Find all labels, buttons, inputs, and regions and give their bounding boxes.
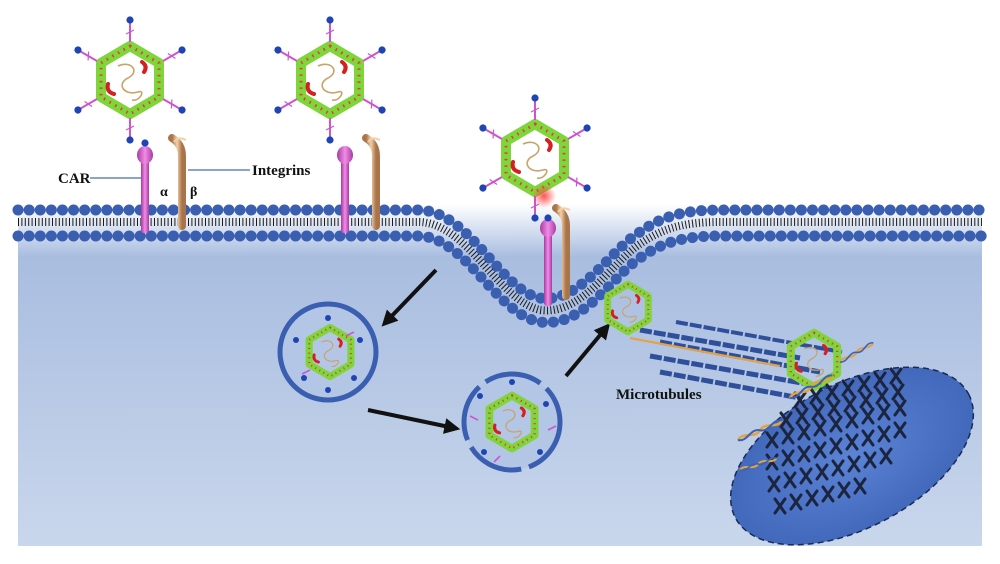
car-label: CAR — [58, 171, 91, 187]
microtubule-icon — [659, 369, 801, 401]
arrow-icon — [381, 268, 438, 327]
arrows — [367, 268, 611, 434]
integrins-label: Integrins — [252, 163, 311, 179]
binding-glow — [532, 184, 556, 208]
cell-membrane — [12, 204, 988, 328]
arrow-icon — [564, 323, 611, 378]
arrow-icon — [367, 408, 461, 434]
endosome-1 — [277, 301, 379, 403]
knob-icon — [141, 139, 149, 147]
microtubule-icon — [675, 320, 843, 354]
endosome-2 — [461, 371, 563, 473]
microtubules — [629, 320, 843, 401]
beta-label: β — [190, 185, 197, 200]
microtubule-icon — [639, 327, 801, 361]
alpha-label: α — [160, 185, 168, 200]
microtubule-icon — [629, 337, 781, 367]
knob-icon — [544, 214, 552, 222]
microtubule-icon — [649, 353, 831, 391]
microtubules-label: Microtubules — [616, 387, 702, 403]
